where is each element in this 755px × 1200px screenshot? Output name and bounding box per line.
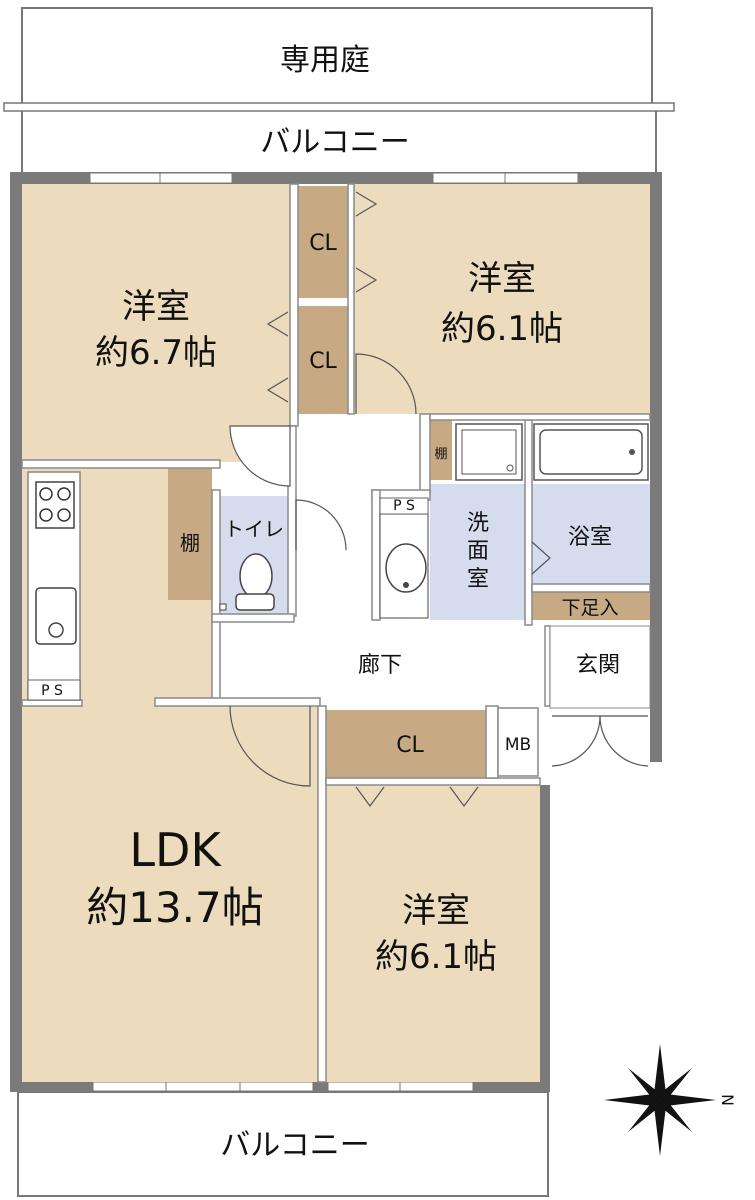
closet-upper (298, 186, 348, 298)
closet-south-label: CL (396, 733, 424, 758)
top-balcony (21, 111, 657, 172)
ps-kitchen-label: P S (41, 683, 63, 699)
closet-door-marks (266, 191, 551, 808)
top-balcony-label: バルコニー (260, 125, 409, 160)
toilet-fixture (219, 553, 275, 611)
west-room-name: 洋室 (122, 287, 190, 327)
doors (229, 353, 649, 787)
ldk-name: LDK (129, 823, 222, 877)
laundry-pan (455, 423, 523, 481)
south-room-floor (326, 785, 540, 1082)
west-room-area: 約6.7帖 (95, 333, 217, 373)
ps-wash-label: P S (393, 498, 415, 514)
mb-label: MB (505, 735, 531, 755)
east-room-name: 洋室 (468, 259, 536, 299)
washroom-label-3: 室 (467, 567, 489, 592)
closet-upper-label: CL (309, 231, 337, 256)
top-garden (3, 7, 675, 112)
bathroom-label: 浴室 (568, 525, 612, 550)
compass-north-letter: N (718, 1094, 737, 1106)
garden-label: 専用庭 (280, 43, 370, 78)
closet-lower (298, 306, 348, 414)
bottom-windows (92, 1081, 474, 1092)
shoe-storage-floor (532, 592, 650, 620)
shelf-small (430, 420, 452, 480)
top-windows (89, 172, 579, 184)
east-room-floor (352, 184, 650, 414)
bottom-balcony (17, 1091, 549, 1197)
shoe-storage-label: 下足入 (561, 597, 618, 619)
toilet-label: トイレ (224, 517, 284, 541)
kitchen-counter (27, 471, 81, 701)
compass-icon (604, 1044, 716, 1156)
closet-south (326, 710, 486, 778)
shelf-main-label: 棚 (180, 531, 200, 555)
shelf-main (168, 468, 212, 600)
interior-walls (21, 183, 651, 1083)
wash-basin (379, 497, 429, 619)
entrance-label: 玄関 (576, 653, 620, 678)
washroom-label-1: 洗 (467, 511, 489, 536)
south-room-name: 洋室 (402, 891, 470, 931)
ldk-area: 約13.7帖 (86, 883, 264, 932)
washroom-label-2: 面 (467, 539, 489, 564)
entrance-area (497, 625, 651, 777)
ldk-floor (22, 468, 318, 1082)
east-room-area: 約6.1帖 (441, 309, 563, 349)
bathtub (533, 423, 649, 481)
south-room-area: 約6.1帖 (375, 937, 497, 977)
hallway-label: 廊下 (358, 653, 402, 678)
west-room-floor (22, 184, 290, 462)
washroom-floor (430, 484, 525, 620)
shelf-small-label: 棚 (434, 447, 447, 462)
bottom-balcony-label: バルコニー (220, 1128, 369, 1163)
closet-lower-label: CL (309, 349, 337, 374)
bathroom-floor (532, 484, 650, 584)
